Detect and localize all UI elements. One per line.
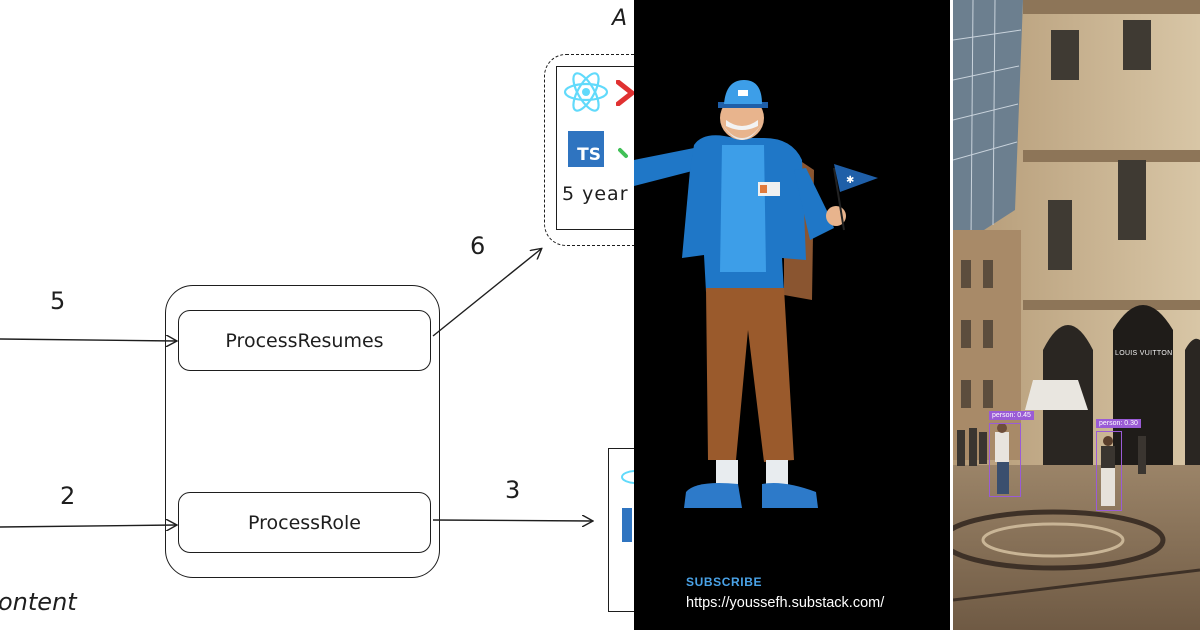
partial-title: A <box>612 6 628 31</box>
diagram-arrows <box>0 0 634 630</box>
panel-divider <box>950 0 953 630</box>
content-label: ontent <box>0 588 77 616</box>
edge-number-3: 3 <box>505 476 521 504</box>
typescript-icon: TS <box>568 131 604 167</box>
process-resumes-node[interactable]: ProcessResumes <box>178 310 431 371</box>
react-icon-partial <box>621 470 634 484</box>
react-icon <box>563 72 609 112</box>
experience-years-text: 5 year <box>562 183 629 205</box>
diagram-panel: A ProcessResumes ProcessRole 5 6 2 3 TS … <box>0 0 634 630</box>
detection-box-1 <box>989 423 1021 497</box>
store-sign: LOUIS VUITTON <box>1115 350 1173 357</box>
cross-icon <box>616 80 634 106</box>
check-icon <box>618 148 628 158</box>
svg-text:✱: ✱ <box>846 175 854 186</box>
process-group-container <box>165 285 440 578</box>
process-role-node[interactable]: ProcessRole <box>178 492 431 553</box>
subscribe-label: SUBSCRIBE <box>686 575 763 589</box>
edge-number-5: 5 <box>50 287 66 315</box>
role-output-card <box>608 448 634 612</box>
detection-box-2 <box>1096 431 1122 511</box>
arrow-6 <box>432 249 541 337</box>
promo-panel: ✱ SUBSCRIBE https://youssefh.substack.co… <box>634 0 950 630</box>
typescript-icon-partial <box>622 508 632 542</box>
arrow-2 <box>0 525 176 527</box>
detection-label-2: person: 0.30 <box>1096 419 1141 428</box>
edge-number-6: 6 <box>470 232 486 260</box>
arrow-5 <box>0 339 176 341</box>
detection-label-1: person: 0.45 <box>989 411 1034 420</box>
detection-panel: LOUIS VUITTON person: 0.45 person: 0.30 <box>953 0 1200 630</box>
arrow-3 <box>432 520 592 521</box>
gallery-photo <box>953 0 1200 630</box>
edge-number-2: 2 <box>60 482 76 510</box>
substack-link[interactable]: https://youssefh.substack.com/ <box>686 595 885 611</box>
output-dashed-frame <box>544 54 634 246</box>
explorer-illustration: ✱ <box>634 80 878 508</box>
